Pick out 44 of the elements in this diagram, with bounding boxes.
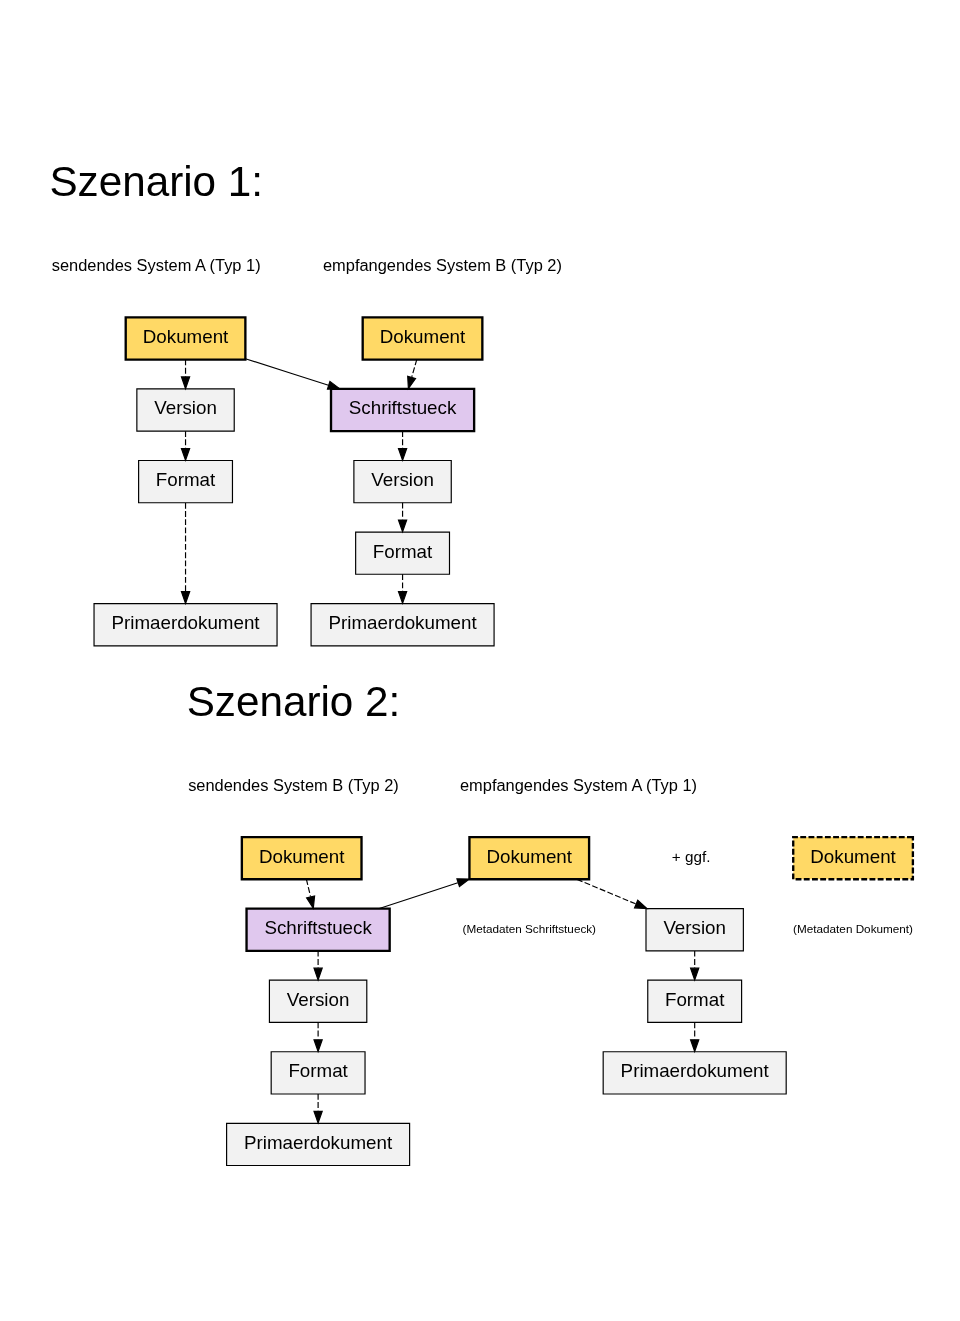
- node-box: Schriftstueck: [329, 387, 476, 433]
- node-box: Dokument: [361, 316, 484, 361]
- node-box: Format: [138, 459, 234, 504]
- arrow: [689, 950, 700, 982]
- node-box: Format: [355, 531, 451, 575]
- node-box: Version: [353, 459, 452, 504]
- arrow: [576, 878, 649, 910]
- arrow: [397, 573, 408, 606]
- node-label: (Metadaten Dokument): [793, 921, 913, 935]
- label: empfangendes System A (Typ 1): [459, 775, 698, 794]
- node-box: Primaerdokument: [93, 603, 278, 647]
- node-box: Primaerdokument: [226, 1122, 411, 1167]
- arrow: [397, 430, 408, 462]
- arrow: [180, 502, 191, 606]
- arrow: [378, 878, 471, 910]
- node-box: Dokument: [792, 835, 915, 881]
- arrow: [313, 1093, 324, 1125]
- arrow: [180, 359, 191, 391]
- arrow: [313, 1021, 324, 1054]
- label: Szenario 1:: [49, 158, 263, 206]
- arrow: [407, 359, 418, 391]
- node-box: Version: [268, 979, 368, 1023]
- arrow: [244, 358, 342, 390]
- node-label: (Metadaten Schriftstueck): [462, 921, 597, 935]
- node-box: Primaerdokument: [310, 603, 495, 647]
- label: empfangendes System B (Typ 2): [323, 256, 562, 275]
- arrow: [305, 878, 316, 911]
- arrow: [689, 1021, 700, 1054]
- node-box: Schriftstueck: [245, 907, 391, 953]
- node-box: Dokument: [468, 835, 591, 881]
- node-box: Format: [270, 1051, 366, 1095]
- arrow: [180, 430, 191, 462]
- node-box: Format: [647, 979, 743, 1023]
- label: Szenario 2:: [186, 677, 401, 725]
- node-box: Version: [136, 388, 235, 432]
- node-box: Version: [645, 908, 744, 952]
- node-box: Dokument: [124, 316, 247, 361]
- label: + ggf.: [671, 848, 711, 866]
- node-box: Primaerdokument: [602, 1051, 787, 1095]
- label: sendendes System B (Typ 2): [188, 775, 399, 794]
- node-box: Dokument: [240, 835, 363, 881]
- label: sendendes System A (Typ 1): [51, 256, 261, 275]
- arrow: [313, 950, 324, 982]
- arrow: [397, 502, 408, 534]
